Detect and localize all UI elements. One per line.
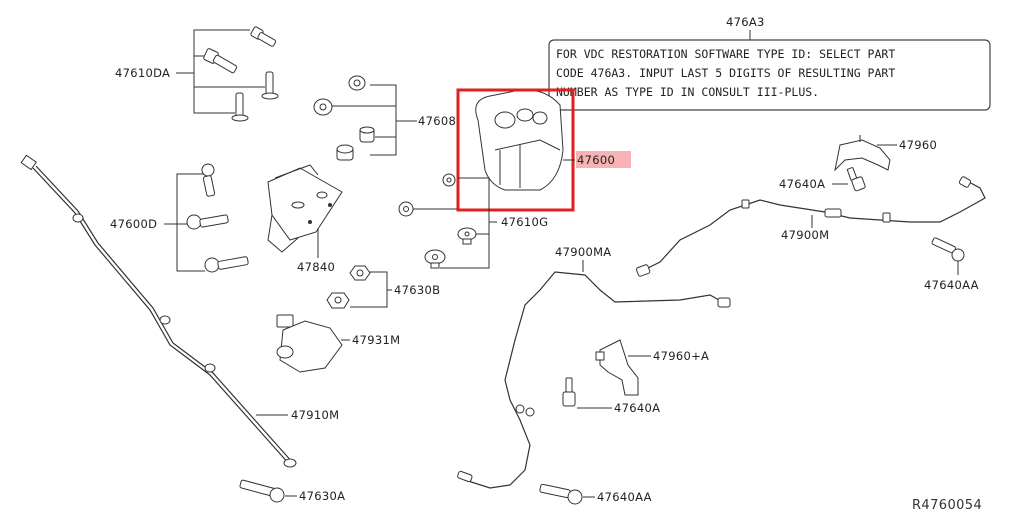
group-47840: 47840 (267, 164, 343, 274)
callout-47900ma[interactable]: 47900MA (555, 245, 611, 259)
wheel-sensor-wire-icon (636, 176, 986, 277)
nut-icon (326, 292, 350, 309)
callout-47931m[interactable]: 47931M (352, 333, 400, 347)
callout-47630a[interactable]: 47630A (299, 489, 345, 503)
callout-47640a-lower[interactable]: 47640A (614, 401, 660, 415)
highlight-label-bg (576, 151, 631, 168)
bushing-icon (359, 126, 375, 143)
sensor-bolt-icon (846, 167, 866, 192)
wheel-sensor-wire-icon (20, 154, 297, 468)
bolt-icon (931, 237, 965, 262)
callout-47608[interactable]: 47608 (418, 114, 456, 128)
callout-47840[interactable]: 47840 (297, 260, 335, 274)
callout-47960[interactable]: 47960 (899, 138, 937, 152)
group-47610da: 47610DA (115, 26, 279, 122)
bracket-icon (267, 164, 343, 253)
callout-47600[interactable]: 47600 (577, 153, 615, 167)
nut-icon (349, 265, 371, 281)
group-47900ma: 47900MA (457, 245, 731, 489)
group-47608: 47608 (313, 75, 456, 161)
bushing-icon (336, 144, 354, 161)
callout-47600d[interactable]: 47600D (110, 217, 157, 231)
bolt-icon (204, 256, 249, 273)
clip-icon (442, 173, 456, 187)
group-47640aa-lower: 47640AA (539, 483, 652, 505)
note-line-3: NUMBER AS TYPE ID IN CONSULT III-PLUS. (556, 85, 819, 99)
note-476a3: 476A3 FOR VDC RESTORATION SOFTWARE TYPE … (548, 15, 991, 111)
wheel-sensor-wire-icon (457, 271, 731, 489)
group-47960a: 47960+A (595, 339, 709, 396)
bolt-icon (539, 483, 583, 505)
callout-47910m[interactable]: 47910M (291, 408, 339, 422)
callout-47610g[interactable]: 47610G (501, 215, 548, 229)
bushing-icon (348, 75, 366, 91)
group-47640aa-upper: 47640AA (924, 237, 979, 292)
callout-476a3[interactable]: 476A3 (726, 15, 765, 29)
group-47630a: 47630A (239, 479, 345, 503)
sensor-bolt-icon (562, 377, 576, 407)
abs-actuator-icon (475, 89, 564, 191)
callout-47900m[interactable]: 47900M (781, 228, 829, 242)
highlight-box (456, 88, 575, 212)
callout-47640aa-lower[interactable]: 47640AA (597, 490, 652, 504)
callout-47960a[interactable]: 47960+A (653, 349, 709, 363)
diagram-reference-code: R4760054 (912, 498, 982, 513)
callout-47640a-upper[interactable]: 47640A (779, 177, 825, 191)
group-47931m: 47931M (276, 314, 400, 373)
group-47900m: 47900M (636, 176, 986, 277)
callout-47610da[interactable]: 47610DA (115, 66, 170, 80)
bushing-icon (313, 98, 333, 116)
sensor-bracket-icon (595, 339, 639, 396)
group-47630b: 47630B (326, 265, 440, 309)
note-line-1: FOR VDC RESTORATION SOFTWARE TYPE ID: SE… (556, 47, 895, 61)
grommet-icon (424, 249, 446, 269)
group-47600-actuator: 47600 (456, 88, 631, 212)
bolt-icon (250, 26, 277, 47)
note-line-2: CODE 476A3. INPUT LAST 5 DIGITS OF RESUL… (556, 66, 895, 80)
group-47960: 47960 (834, 135, 937, 172)
bolt-icon (201, 163, 216, 197)
group-47610g: 47610G (398, 173, 548, 269)
yaw-rate-sensor-icon (276, 314, 343, 373)
bolt-icon (203, 48, 238, 74)
group-47600d: 47600D (110, 163, 249, 273)
clip-icon (398, 201, 414, 217)
group-47640a-lower: 47640A (562, 377, 660, 415)
group-47910m: 47910M (20, 154, 339, 468)
callout-47640aa-upper[interactable]: 47640AA (924, 278, 979, 292)
sensor-bracket-icon (834, 135, 891, 172)
stud-icon (231, 92, 249, 122)
callout-47630b[interactable]: 47630B (394, 283, 440, 297)
bolt-icon (239, 479, 285, 503)
bolt-icon (186, 214, 229, 230)
group-47640a-upper: 47640A (779, 167, 866, 192)
stud-icon (261, 71, 279, 100)
grommet-icon (457, 227, 477, 245)
